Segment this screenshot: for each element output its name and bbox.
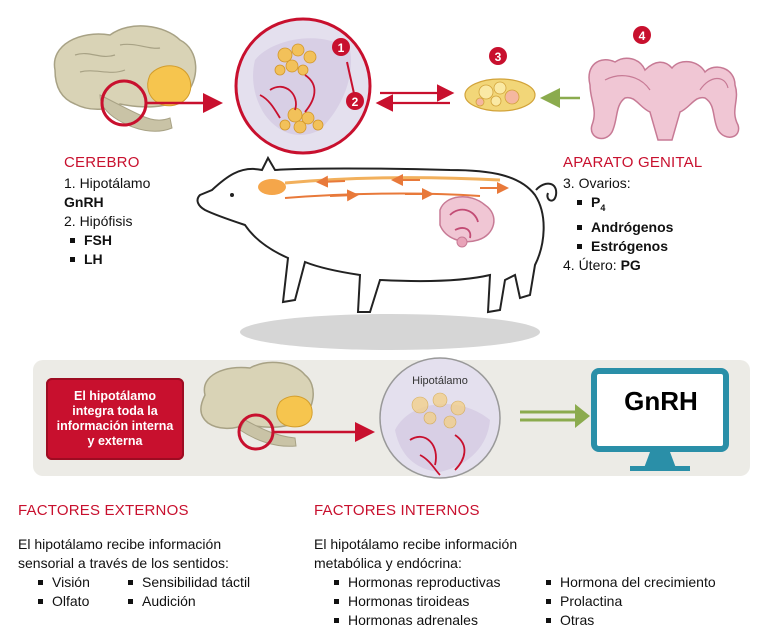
hypothalamus-info-box: El hipotálamo integra toda la informació…: [46, 378, 184, 460]
svg-text:3: 3: [495, 50, 502, 64]
hypothalamus-info-text: El hipotálamo integra toda la informació…: [56, 389, 174, 448]
external-item: Visión: [38, 573, 128, 592]
svg-text:2: 2: [352, 95, 359, 109]
brain-section: CEREBRO 1. Hipotálamo GnRH 2. Hipófisis …: [64, 154, 150, 269]
bottom-hypothalamus-zoom: Hipotálamo: [379, 357, 501, 479]
genital-section-title: APARATO GENITAL: [563, 154, 703, 171]
gnrh-item: GnRH: [64, 194, 104, 210]
marker-3: [489, 47, 507, 65]
internal-item: Hormonas tiroideas: [334, 592, 546, 611]
internal-item: Prolactina: [546, 592, 716, 611]
marker-4: [633, 26, 651, 44]
hypothalamus-zoom-circle: 1 2: [234, 17, 372, 155]
monitor-output-text: GnRH: [624, 386, 698, 416]
external-intro-line2: sensorial a través de los sentidos:: [18, 555, 229, 571]
uterus-item: 4. Útero: PG: [563, 256, 641, 273]
internal-item: Otras: [546, 611, 716, 630]
internal-item: Hormonas reproductivas: [334, 573, 546, 592]
internal-factors-title: FACTORES INTERNOS: [314, 502, 480, 519]
ovary-illustration: 3: [464, 47, 536, 112]
zoom-label: Hipotálamo: [412, 375, 468, 387]
estrogens-item: Estrógenos: [563, 237, 702, 256]
svg-text:1: 1: [338, 41, 345, 55]
internal-intro-line1: El hipotálamo recibe información: [314, 536, 518, 552]
hypothalamus-highlight-circle: [100, 79, 148, 127]
bottom-brain-illustration: [200, 361, 314, 451]
internal-intro-line2: metabólica y endócrina:: [314, 555, 462, 571]
external-item: Audición: [128, 592, 250, 611]
pituitary-item: 2. Hipófisis: [64, 213, 133, 229]
genital-section: APARATO GENITAL 3. Ovarios: P4 Andrógeno…: [563, 154, 702, 275]
ovaries-item: 3. Ovarios:: [563, 175, 631, 191]
uterus-illustration: 4: [588, 26, 740, 141]
external-factors-title: FACTORES EXTERNOS: [18, 502, 189, 519]
external-item: Sensibilidad táctil: [128, 573, 250, 592]
monitor-icon: [591, 368, 729, 471]
internal-item: Hormonas adrenales: [334, 611, 546, 630]
marker-1: [332, 38, 350, 56]
androgens-item: Andrógenos: [563, 218, 702, 237]
brain-illustration: [53, 25, 197, 132]
output-arrow: [575, 404, 590, 428]
lh-item: LH: [64, 250, 150, 269]
p4-item: P4: [563, 193, 702, 218]
fsh-item: FSH: [64, 231, 150, 250]
external-item: Olfato: [38, 592, 128, 611]
internal-factors-section: FACTORES INTERNOS El hipotálamo recibe i…: [314, 502, 774, 630]
brain-section-title: CEREBRO: [64, 154, 140, 171]
pig-illustration: [196, 155, 558, 350]
hypothalamus-item: 1. Hipotálamo: [64, 175, 151, 191]
marker-2: [346, 92, 364, 110]
internal-item: Hormona del crecimiento: [546, 573, 716, 592]
external-factors-section: FACTORES EXTERNOS El hipotálamo recibe i…: [18, 502, 308, 611]
external-intro-line1: El hipotálamo recibe información: [18, 536, 222, 552]
svg-text:4: 4: [639, 29, 646, 43]
feedback-arrow-1-2: [346, 61, 356, 99]
